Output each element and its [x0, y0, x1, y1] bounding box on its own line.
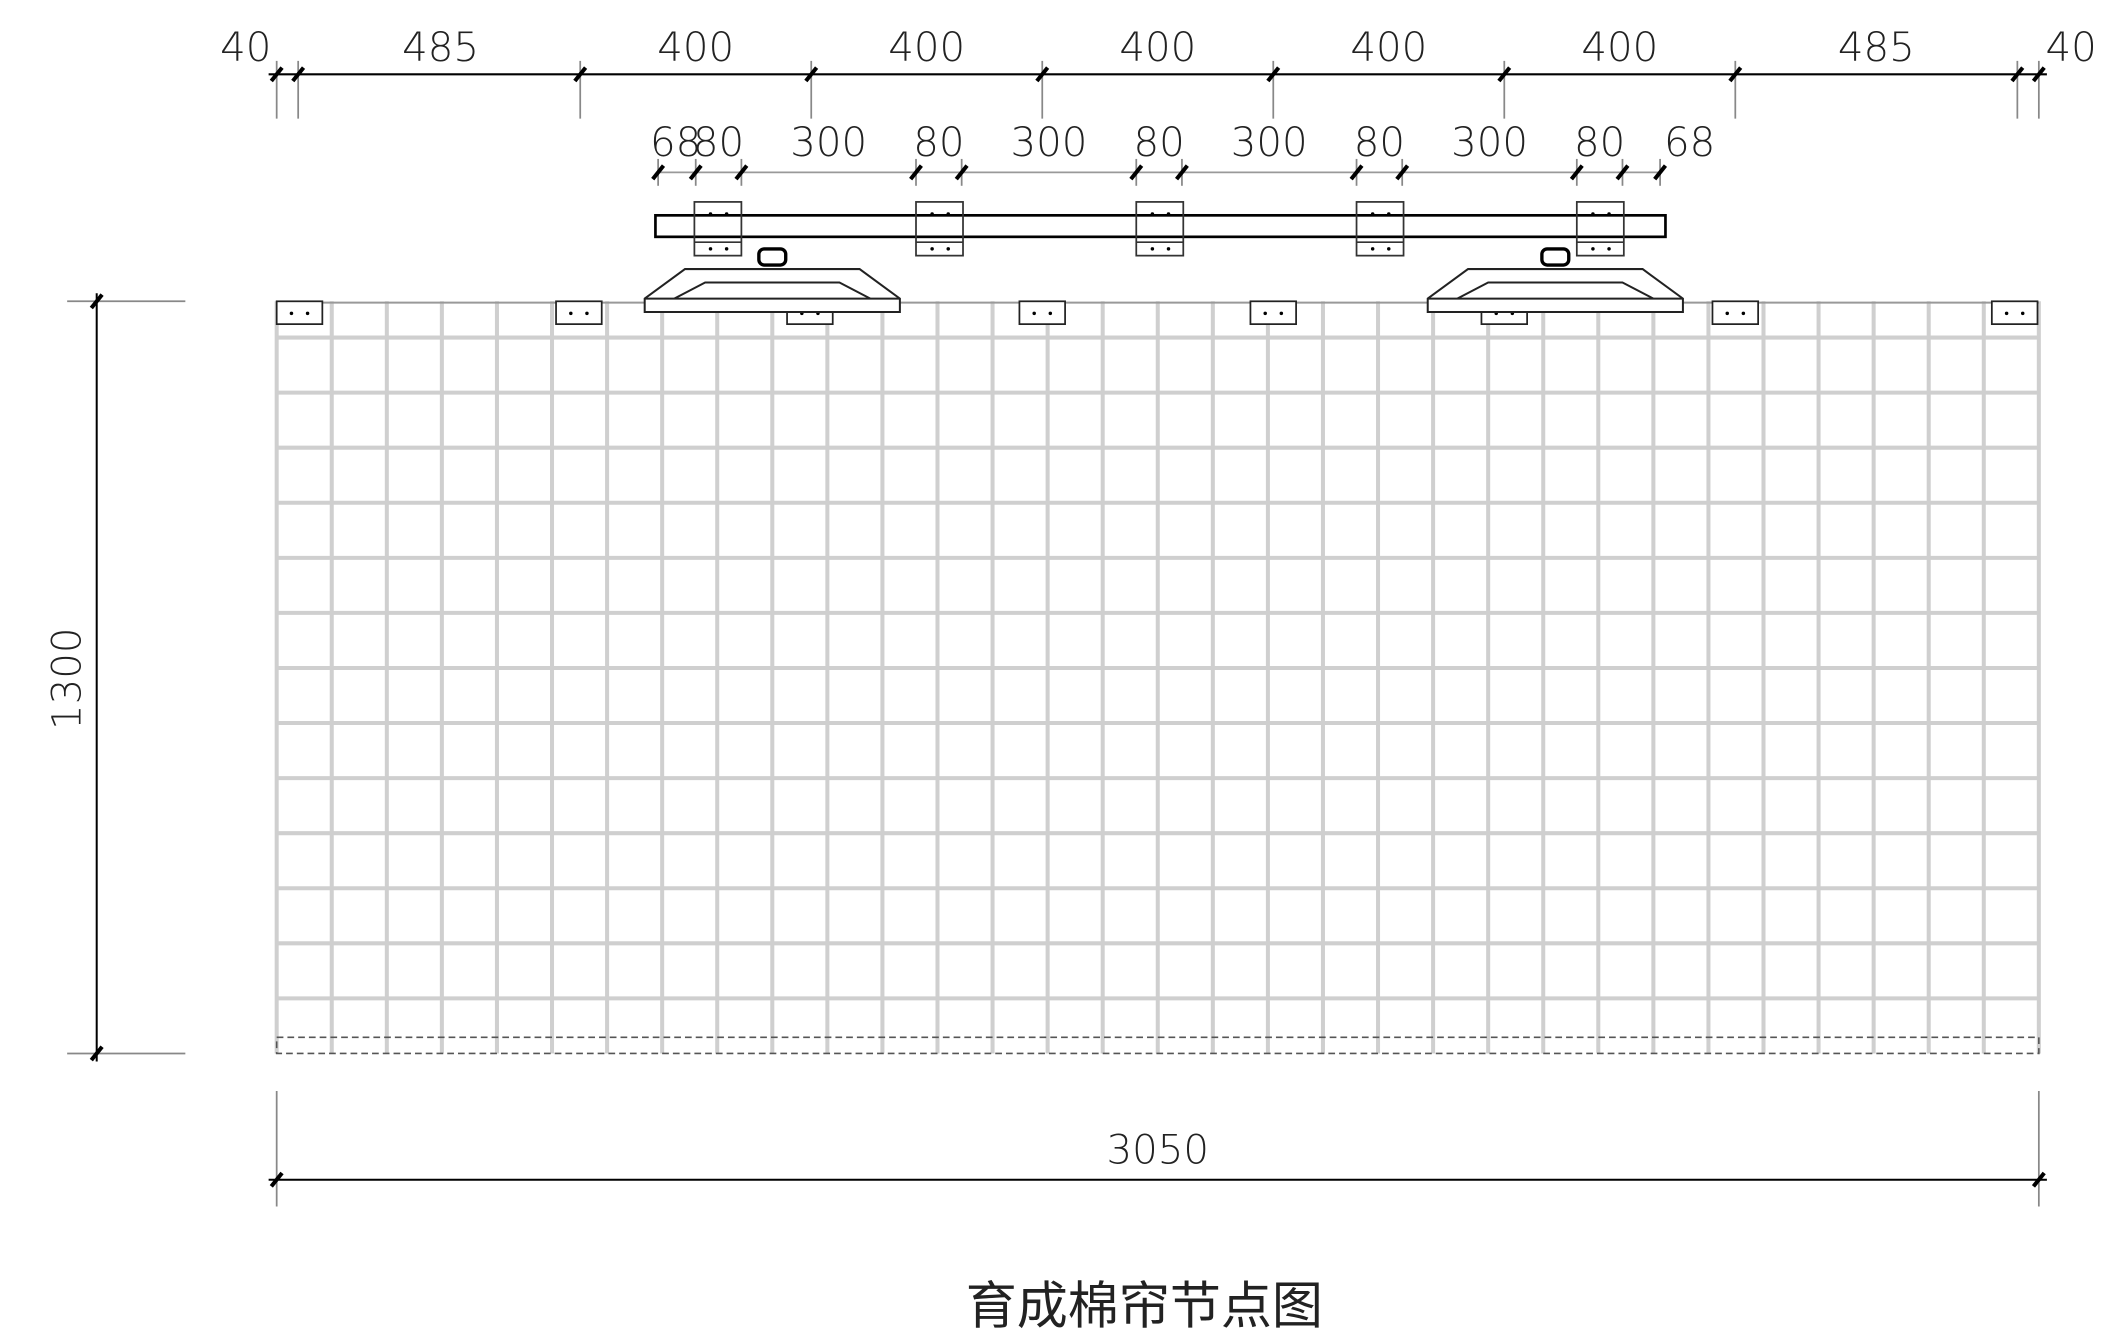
dimension-tick	[688, 164, 703, 181]
roller-icon	[1540, 247, 1571, 267]
dimension-tick	[269, 1171, 284, 1188]
dimension-tick	[1349, 164, 1364, 181]
dimension-tick	[651, 164, 666, 181]
dimension-tick	[2031, 66, 2046, 83]
clip	[275, 300, 324, 326]
dimension-tick	[1728, 66, 1743, 83]
rail-bracket	[1135, 201, 1185, 257]
rail-assembly	[643, 201, 1684, 314]
rail-dimension-label: 80	[1133, 119, 1184, 166]
rail-dimension-label: 300	[1231, 119, 1308, 166]
rail-dimension-label: 300	[1011, 119, 1088, 166]
rail-dimension-label: 68	[1664, 119, 1715, 166]
top-dimension-label: 400	[1350, 24, 1427, 71]
clip	[555, 300, 603, 326]
curtain-grid	[274, 300, 2041, 1055]
dimension-tick	[2031, 1171, 2046, 1188]
rail-bracket	[1355, 201, 1405, 257]
top-dimension-label: 40	[2045, 24, 2096, 71]
dimension-tick	[1615, 164, 1630, 181]
rail-dimension-label: 68	[650, 119, 701, 166]
dimension-tick	[1653, 164, 1668, 181]
dimension-tick	[954, 164, 969, 181]
top-dimension-label: 485	[1838, 24, 1915, 71]
dimension-tick	[1497, 66, 1512, 83]
clip	[1018, 300, 1066, 326]
width-dimension-label: 3050	[1107, 1127, 1210, 1174]
dimension-tick	[291, 66, 306, 83]
dimension-tick	[909, 164, 923, 181]
drawing-title: 育成棉帘节点图	[966, 1277, 1323, 1336]
dimension-tick	[734, 164, 749, 181]
dimension-tick	[1395, 164, 1410, 181]
rail-bracket	[693, 201, 743, 257]
roller-icon	[757, 247, 788, 267]
dimension-tick	[1129, 164, 1144, 181]
height-dimension-label: 1300	[44, 627, 91, 730]
top-dimension-label: 400	[1119, 24, 1196, 71]
rail-dimension-label: 300	[1451, 119, 1528, 166]
dimension-tick	[1174, 164, 1189, 181]
rail-dimension-label: 80	[1354, 119, 1405, 166]
rail-dimension-label: 80	[693, 119, 744, 166]
dimension-tick	[1035, 66, 1050, 83]
dimension-tick	[573, 66, 588, 83]
track-rail	[654, 213, 1667, 239]
rail-dimension-label: 80	[1574, 119, 1625, 166]
hanger-bracket	[643, 268, 901, 314]
rail-bracket	[1575, 201, 1625, 257]
rail-bracket	[915, 201, 964, 257]
rail-dimension-label: 300	[790, 119, 867, 166]
dimension-tick	[89, 1045, 104, 1062]
rail-dimension-label: 80	[913, 119, 964, 166]
dimension-tick	[2010, 66, 2025, 83]
hanger-bracket	[1426, 268, 1684, 314]
top-dimension-label: 485	[402, 24, 479, 71]
clip	[1990, 300, 2039, 326]
dimension-tick	[804, 66, 819, 83]
dimension-tick	[269, 66, 284, 83]
top-dimension-label: 400	[657, 24, 734, 71]
top-dimension-label: 40	[220, 24, 271, 71]
clip	[1711, 300, 1760, 326]
dimension-tick	[89, 293, 104, 310]
dimension-tick	[1569, 164, 1584, 181]
top-dimension-label: 400	[1581, 24, 1658, 71]
top-dimension-label: 400	[888, 24, 965, 71]
clip	[1249, 300, 1297, 326]
dimension-tick	[1266, 66, 1281, 83]
